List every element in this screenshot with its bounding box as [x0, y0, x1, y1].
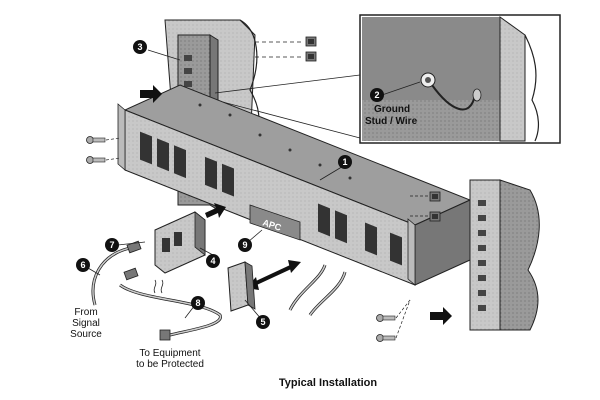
ground-label-line2: Stud / Wire — [365, 116, 418, 127]
from-signal-label-line1: From — [74, 307, 97, 318]
apc-logo: APC — [249, 204, 301, 241]
cage-nut — [305, 51, 317, 62]
ground-label-line1: Ground — [374, 104, 410, 115]
svg-text:6: 6 — [80, 260, 85, 270]
callout-1: 1 — [338, 155, 352, 169]
mounting-screw — [376, 334, 396, 342]
right-rack-rail — [469, 179, 540, 331]
callout-4: 4 — [206, 254, 220, 268]
insert-arrow — [205, 203, 226, 218]
signal-module — [154, 211, 206, 274]
panel-holes — [198, 103, 352, 180]
mounting-screw — [376, 314, 396, 322]
module-slots — [140, 131, 402, 266]
unit-cables — [288, 264, 347, 316]
callout-3: 3 — [133, 40, 147, 54]
svg-text:2: 2 — [374, 90, 379, 100]
equipment-cable — [119, 267, 222, 341]
from-signal-label-line3: Source — [70, 329, 102, 340]
callout-5: 5 — [256, 315, 270, 329]
insert-arrow — [140, 85, 162, 103]
to-equipment-label-line1: To Equipment — [139, 348, 200, 359]
cage-nut — [429, 191, 441, 202]
from-signal-label-line2: Signal — [72, 318, 100, 329]
callout-2: 2 — [370, 88, 384, 102]
svg-text:4: 4 — [210, 256, 215, 266]
svg-text:7: 7 — [109, 240, 114, 250]
squiggle-mark — [153, 279, 164, 294]
callout-7: 7 — [105, 238, 119, 252]
signal-cable — [91, 240, 142, 306]
callout-9: 9 — [238, 238, 252, 252]
svg-text:3: 3 — [137, 42, 142, 52]
mounting-screw — [86, 136, 106, 144]
svg-text:5: 5 — [260, 317, 265, 327]
svg-text:8: 8 — [195, 298, 200, 308]
callout-6: 6 — [76, 258, 90, 272]
callout-8: 8 — [191, 296, 205, 310]
mounting-screw — [86, 156, 106, 164]
figure-caption: Typical Installation — [279, 377, 377, 389]
svg-text:1: 1 — [342, 157, 347, 167]
svg-text:9: 9 — [242, 240, 247, 250]
cage-nut — [429, 211, 441, 222]
ground-detail-inset — [359, 14, 561, 144]
cage-nut — [305, 36, 317, 47]
to-equipment-label-line2: to be Protected — [136, 359, 204, 370]
blank-panel — [227, 261, 256, 312]
slide-arrow — [246, 260, 301, 290]
insert-arrow — [430, 307, 452, 325]
